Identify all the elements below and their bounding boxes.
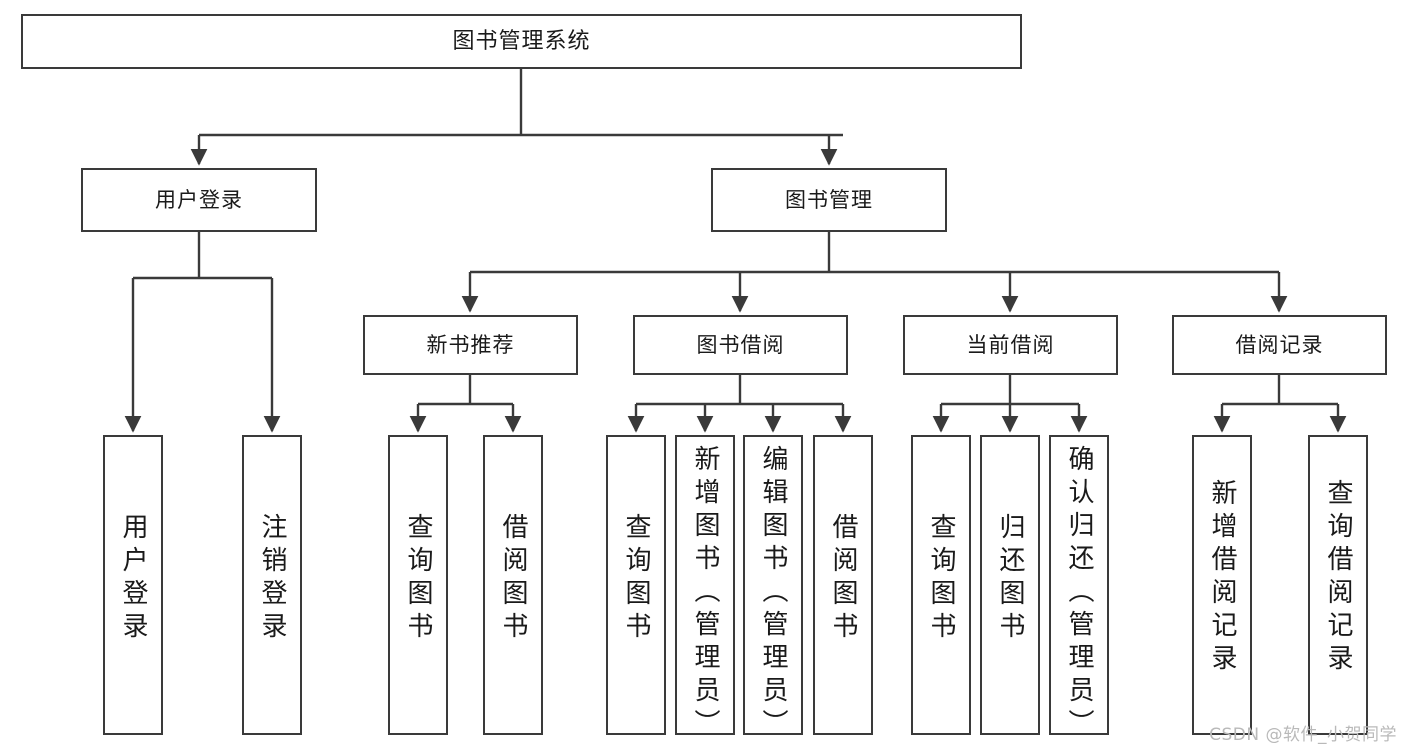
- leaf-borrow-book-1[interactable]: 借阅图书: [483, 435, 543, 735]
- leaf-logout[interactable]: 注销登录: [242, 435, 302, 735]
- node-book-manage[interactable]: 图书管理: [711, 168, 947, 232]
- leaf-query-book-3[interactable]: 查询图书: [911, 435, 971, 735]
- node-root-system[interactable]: 图书管理系统: [21, 14, 1022, 69]
- node-label: 新增图书（管理员）: [690, 445, 720, 742]
- node-label: 图书管理系统: [452, 28, 591, 54]
- node-new-book-rec[interactable]: 新书推荐: [363, 315, 578, 375]
- node-borrow-record[interactable]: 借阅记录: [1172, 315, 1387, 375]
- leaf-query-record[interactable]: 查询借阅记录: [1308, 435, 1368, 735]
- node-label: 确认归还（管理员）: [1064, 445, 1094, 742]
- node-label: 查询图书: [403, 513, 433, 645]
- node-label: 注销登录: [257, 513, 287, 645]
- node-label: 查询图书: [926, 513, 956, 645]
- node-label: 图书管理: [785, 187, 873, 212]
- node-label: 借阅记录: [1235, 332, 1324, 357]
- leaf-return-book[interactable]: 归还图书: [980, 435, 1040, 735]
- node-label: 当前借阅: [966, 332, 1055, 357]
- node-label: 编辑图书（管理员）: [758, 445, 788, 742]
- leaf-query-book-2[interactable]: 查询图书: [606, 435, 666, 735]
- leaf-edit-book[interactable]: 编辑图书（管理员）: [743, 435, 803, 742]
- node-label: 借阅图书: [828, 513, 858, 645]
- node-label: 用户登录: [118, 513, 148, 645]
- leaf-borrow-book-2[interactable]: 借阅图书: [813, 435, 873, 735]
- leaf-confirm-return[interactable]: 确认归还（管理员）: [1049, 435, 1109, 742]
- node-label: 查询图书: [621, 513, 651, 645]
- node-label: 用户登录: [155, 187, 243, 212]
- node-label: 新书推荐: [426, 332, 515, 357]
- leaf-query-book-1[interactable]: 查询图书: [388, 435, 448, 735]
- node-label: 借阅图书: [498, 513, 528, 645]
- leaf-user-login[interactable]: 用户登录: [103, 435, 163, 735]
- node-label: 归还图书: [995, 513, 1025, 645]
- node-book-borrow[interactable]: 图书借阅: [633, 315, 848, 375]
- node-label: 查询借阅记录: [1323, 479, 1353, 677]
- leaf-add-record[interactable]: 新增借阅记录: [1192, 435, 1252, 735]
- node-current-borrow[interactable]: 当前借阅: [903, 315, 1118, 375]
- node-label: 图书借阅: [696, 332, 785, 357]
- node-label: 新增借阅记录: [1207, 479, 1237, 677]
- leaf-add-book[interactable]: 新增图书（管理员）: [675, 435, 735, 742]
- node-user-login[interactable]: 用户登录: [81, 168, 317, 232]
